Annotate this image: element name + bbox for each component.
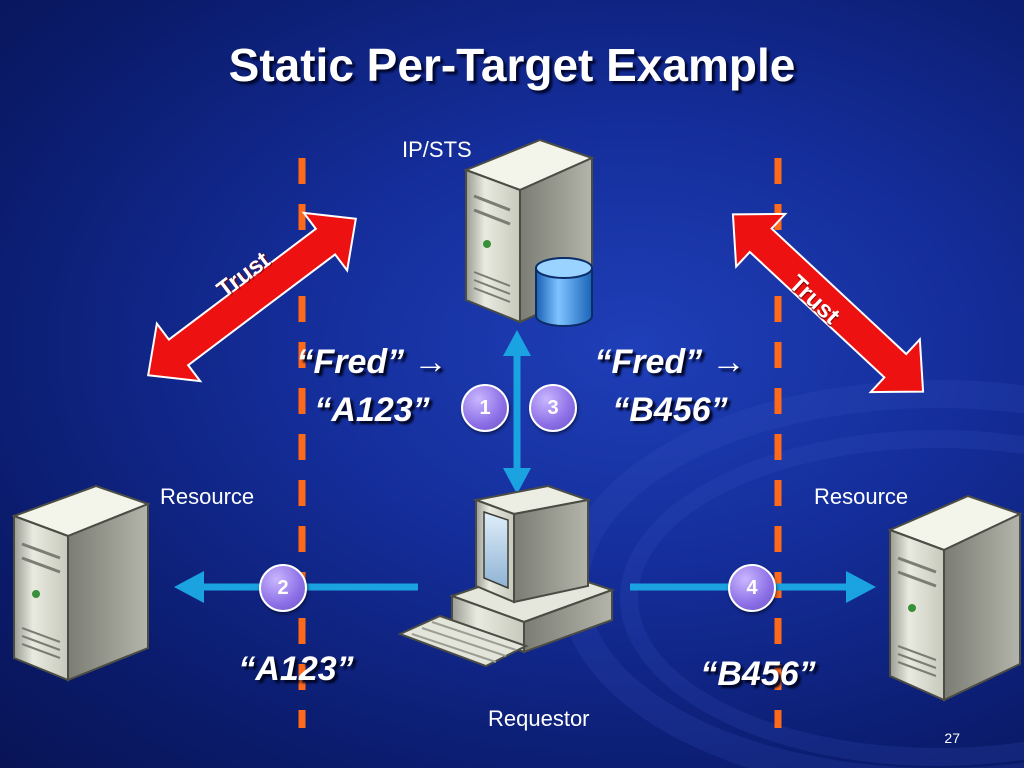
token-right: “B456” [700, 655, 816, 693]
requestor-computer-icon [397, 484, 616, 668]
mapping-right-line2: “B456” [612, 391, 728, 429]
trust-arrow-left [147, 211, 357, 383]
flow-arrow-left [174, 571, 418, 603]
mapping-left-line2: “A123” [314, 391, 430, 429]
mapping-right: “Fred” → “B456” [560, 338, 780, 434]
resource-server-left-icon [11, 484, 151, 682]
requestor-label: Requestor [488, 706, 590, 731]
mapping-left: “Fred” → “A123” [262, 338, 482, 434]
step-badge-4: 4 [728, 564, 776, 612]
database-icon [535, 257, 593, 327]
mapping-left-line1: “Fred” → [296, 343, 448, 381]
step-badge-3: 3 [529, 384, 577, 432]
page-number: 27 [944, 730, 960, 746]
flow-arrow-vertical [503, 330, 531, 494]
trust-arrow-right [731, 212, 925, 394]
ip-sts-label: IP/STS [402, 137, 472, 162]
step-badge-1: 1 [461, 384, 509, 432]
resource-right-label: Resource [814, 484, 909, 509]
token-left: “A123” [238, 650, 354, 688]
resource-server-right-icon [887, 494, 1023, 702]
slide-title: Static Per-Target Example [228, 39, 796, 91]
step-badge-2: 2 [259, 564, 307, 612]
mapping-right-line1: “Fred” → [594, 343, 746, 381]
resource-left-label: Resource [160, 484, 255, 509]
